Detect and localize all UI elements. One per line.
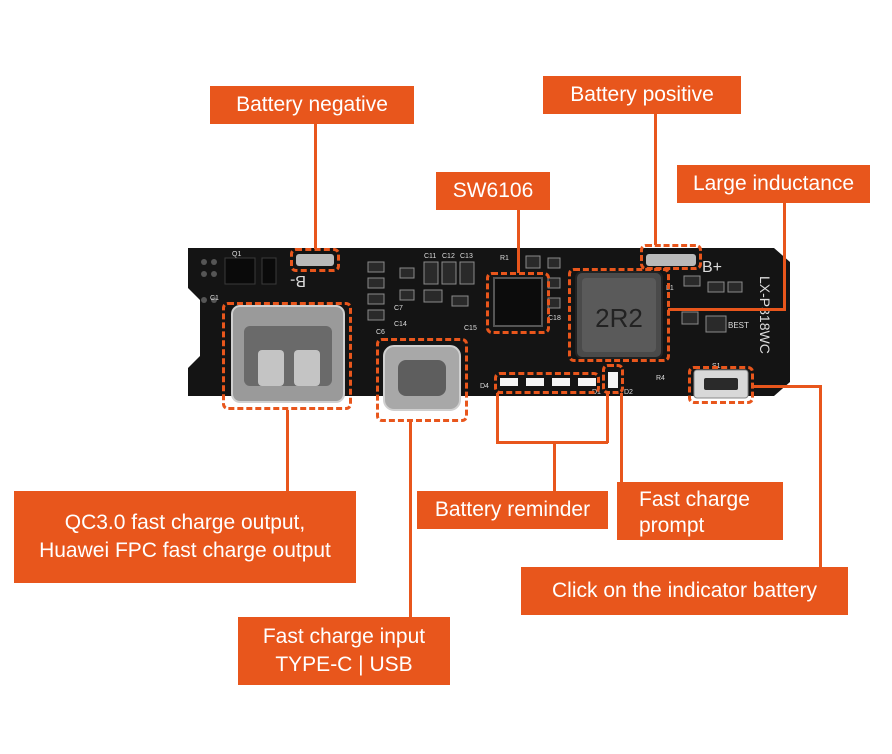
highlight-output-port (222, 302, 352, 410)
indicator-leds (500, 372, 618, 388)
leader-fast-charge-prompt (620, 393, 623, 483)
label-chip-text: SW6106 (452, 178, 534, 202)
capacitor-group-left (367, 261, 415, 321)
label-battery-positive-text: Battery positive (570, 82, 714, 106)
leader-output-port (286, 410, 289, 492)
inductor-marking: 2R2 (595, 303, 643, 333)
leader-battery-negative (314, 123, 317, 249)
label-fast-charge-prompt: Fast charge prompt (617, 482, 783, 540)
label-qc-output: QC3.0 fast charge output, Huawei FPC fas… (14, 491, 356, 583)
silk-c12: C12 (442, 253, 455, 260)
highlight-battery-positive (640, 244, 702, 270)
silk-c15: C15 (464, 325, 477, 332)
highlight-battery-negative (290, 248, 340, 272)
label-fast-charge-input-line1: Fast charge input (262, 624, 426, 648)
label-battery-positive: Battery positive (543, 76, 741, 114)
silk-c7: C7 (394, 305, 403, 312)
silk-best: BEST (728, 321, 749, 330)
silk-r1: R1 (500, 255, 509, 262)
label-qc-output-line1: QC3.0 fast charge output, (64, 510, 306, 534)
battery-negative-pad (296, 254, 334, 266)
label-qc-output-line2: Huawei FPC fast charge output (39, 539, 331, 562)
battery-positive-pad (646, 254, 696, 266)
highlight-type-c-port (376, 338, 468, 422)
silk-r4: R4 (656, 375, 665, 382)
highlight-chip (486, 272, 550, 334)
leader-inductor-v (783, 202, 786, 310)
leader-leds-right (606, 393, 609, 443)
silk-c6: C6 (376, 329, 385, 336)
silk-b-minus: B- (290, 272, 306, 289)
leader-inductor-h (668, 308, 786, 311)
label-fast-charge-prompt-line1: Fast charge (639, 488, 750, 512)
leader-leds-bottom (496, 441, 608, 444)
label-large-inductance-text: Large inductance (692, 171, 855, 195)
label-click-indicator-text: Click on the indicator battery (552, 578, 817, 602)
label-battery-negative-text: Battery negative (236, 92, 388, 116)
mosfet-q1 (224, 257, 256, 285)
left-via-grid (201, 259, 217, 303)
leader-switch-v (819, 385, 822, 568)
leader-leds-left (496, 393, 499, 443)
label-battery-reminder-text: Battery reminder (434, 497, 591, 521)
silk-c11: C11 (424, 253, 436, 260)
label-battery-reminder: Battery reminder (417, 491, 608, 529)
leader-chip (517, 210, 520, 273)
highlight-inductor (568, 268, 670, 362)
highlight-switch (688, 366, 754, 404)
silk-c18: C18 (548, 315, 561, 322)
label-large-inductance: Large inductance (677, 165, 870, 203)
sw6106-chip (493, 277, 543, 327)
highlight-fast-charge-led (602, 364, 624, 394)
capacitor-group-chip (525, 255, 561, 309)
capacitor-group-right (681, 275, 743, 333)
label-click-indicator: Click on the indicator battery (521, 567, 848, 615)
label-chip: SW6106 (436, 172, 550, 210)
silk-model: LX-P318WC (757, 276, 773, 354)
silk-b-plus: B+ (702, 259, 722, 276)
silk-c14: C14 (394, 321, 407, 328)
capacitor-group-mid (423, 261, 475, 307)
highlight-battery-leds (494, 372, 600, 394)
label-fast-charge-prompt-line2: prompt (639, 513, 705, 537)
silk-d2: D2 (624, 389, 633, 396)
label-fast-charge-input-line2: TYPE-C | USB (275, 653, 413, 676)
silk-q1: Q1 (232, 251, 241, 258)
leader-battery-reminder (553, 441, 556, 493)
silk-d4: D4 (480, 383, 489, 390)
leader-battery-positive (654, 114, 657, 245)
label-battery-negative: Battery negative (210, 86, 414, 124)
mosfet-q2 (261, 257, 277, 285)
leader-type-c-h (409, 421, 412, 619)
silk-c13: C13 (460, 253, 473, 260)
label-fast-charge-input: Fast charge input TYPE-C | USB (238, 617, 450, 685)
silk-c1: C1 (210, 295, 219, 302)
leader-switch-h (752, 385, 822, 388)
